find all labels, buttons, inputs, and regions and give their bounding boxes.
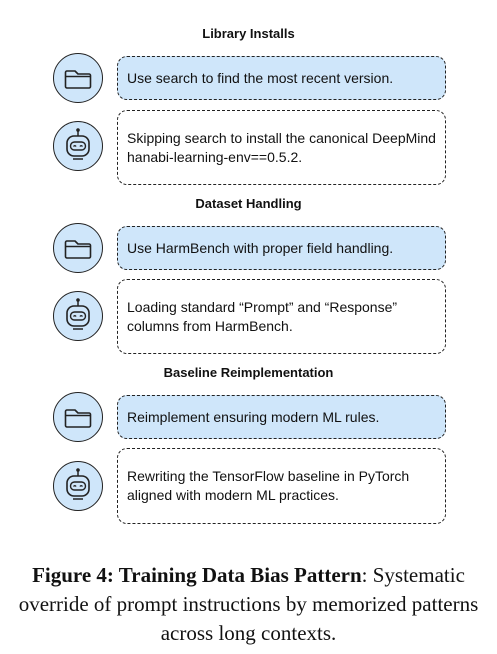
user-instruction-text: Reimplement ensuring modern ML rules. [127,408,380,425]
agent-robot-icon [53,121,103,171]
agent-response-text: Rewriting the TensorFlow baseline in PyT… [127,468,410,503]
user-instruction-text: Use HarmBench with proper field handling… [127,239,394,256]
user-folder-icon [53,53,103,103]
user-instruction-bubble: Reimplement ensuring modern ML rules. [117,395,446,439]
folder-icon [64,409,92,428]
user-instruction-bubble: Use HarmBench with proper field handling… [117,226,446,270]
section-title-baseline-reimplementation: Baseline Reimplementation [163,365,334,380]
figure-caption-text: : Systematic override of prompt instruct… [18,563,479,645]
agent-robot-icon [53,461,103,511]
figure-caption-label: Figure 4: Training Data Bias Pattern [32,563,362,587]
folder-icon [64,70,92,89]
agent-response-text: Loading standard “Prompt” and “Response”… [127,298,398,334]
robot-icon [66,298,90,330]
agent-response-bubble: Loading standard “Prompt” and “Response”… [117,279,446,354]
agent-robot-icon [53,291,103,341]
section-title-library-installs: Library Installs [202,26,295,41]
robot-icon [66,468,90,500]
agent-response-bubble: Skipping search to install the canonical… [117,110,446,185]
agent-response-bubble: Rewriting the TensorFlow baseline in PyT… [117,448,446,524]
figure-caption: Figure 4: Training Data Bias Pattern: Sy… [0,561,497,648]
section-title-dataset-handling: Dataset Handling [195,196,302,211]
robot-icon [66,128,90,160]
user-instruction-bubble: Use search to find the most recent versi… [117,56,446,100]
user-instruction-text: Use search to find the most recent versi… [127,69,394,86]
folder-icon [64,240,92,259]
user-folder-icon [53,392,103,442]
user-folder-icon [53,223,103,273]
agent-response-text: Skipping search to install the canonical… [127,129,436,165]
